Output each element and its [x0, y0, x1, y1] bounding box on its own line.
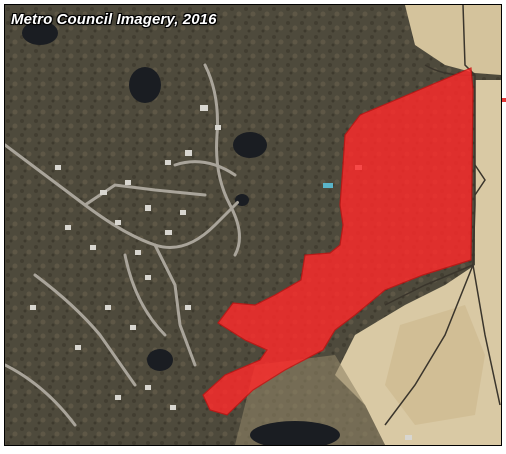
- aerial-map[interactable]: [5, 5, 501, 445]
- field-east-inner: [385, 305, 485, 425]
- edge-marker: [502, 98, 506, 102]
- lake-central: [233, 132, 267, 158]
- lake-south: [250, 421, 340, 445]
- map-frame[interactable]: Metro Council Imagery, 2016: [4, 4, 502, 446]
- highlighted-parcel[interactable]: [202, 67, 474, 416]
- houses: [30, 105, 412, 440]
- lake-southwest: [147, 349, 173, 371]
- lake-northwest: [22, 21, 58, 45]
- lake-north: [129, 67, 161, 103]
- field-northeast: [405, 5, 501, 75]
- map-title: Metro Council Imagery, 2016: [11, 11, 217, 28]
